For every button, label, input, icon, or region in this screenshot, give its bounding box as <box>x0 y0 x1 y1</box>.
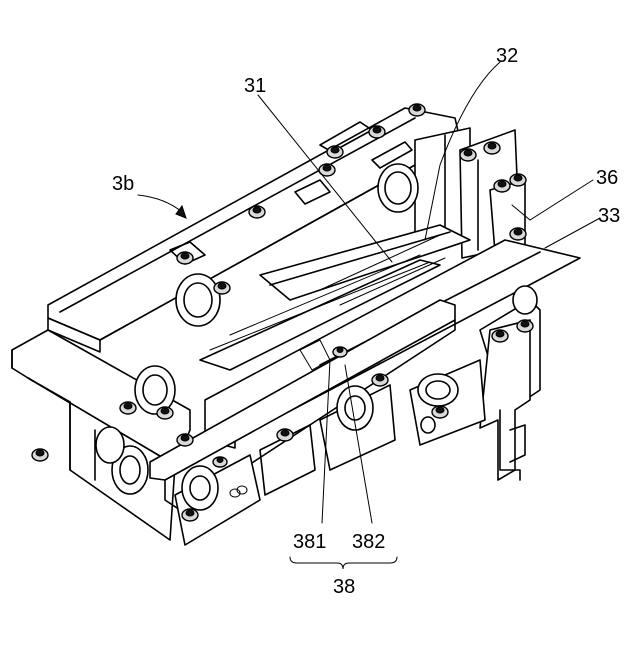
label-36: 36 <box>596 167 618 189</box>
arrow-3b <box>138 195 182 212</box>
leader-33 <box>545 218 600 248</box>
label-38: 38 <box>333 576 355 598</box>
label-381: 381 <box>293 531 326 553</box>
gear-right <box>418 374 458 406</box>
label-3b: 3b <box>112 173 134 195</box>
label-382: 382 <box>352 531 385 553</box>
label-33: 33 <box>598 205 620 227</box>
label-32: 32 <box>496 45 518 67</box>
gear-left <box>135 366 175 414</box>
arrow-3b-head <box>176 206 186 218</box>
brace-38 <box>290 557 397 569</box>
label-31: 31 <box>244 75 266 97</box>
